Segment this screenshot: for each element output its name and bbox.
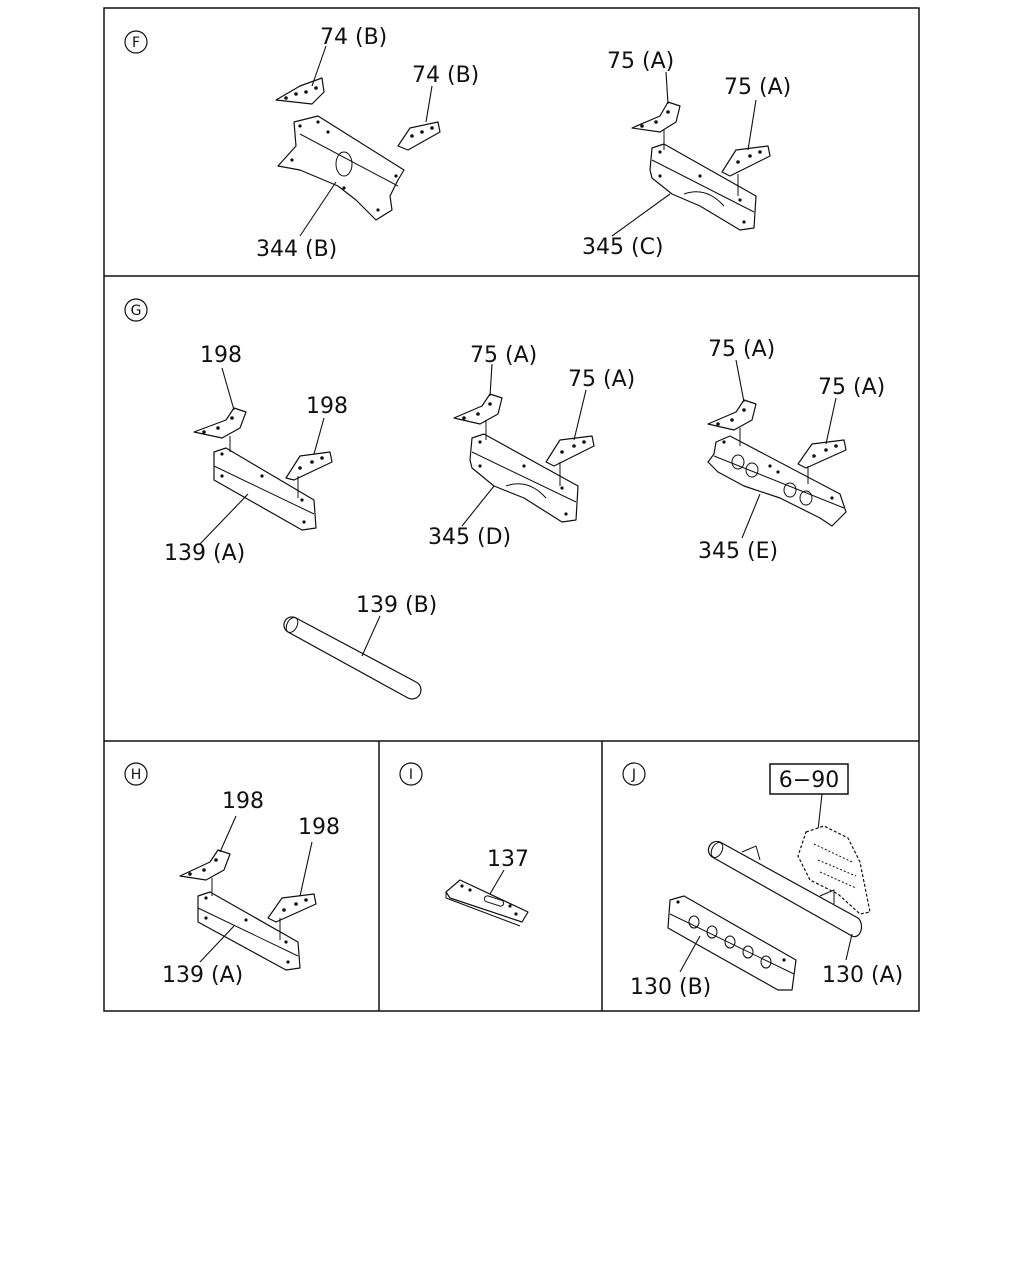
section-i-letter: I — [409, 767, 413, 783]
leader-130a — [845, 933, 853, 961]
section-j-marker — [622, 762, 646, 786]
leader-139a-h — [199, 925, 235, 963]
leader-130b — [679, 935, 701, 973]
part-198-bracket-left-h — [179, 849, 231, 881]
leader-75a-f1 — [665, 71, 669, 105]
label-345d: 345 (D) — [428, 525, 511, 550]
leader-75a-g3b — [825, 397, 837, 445]
label-198-g1: 198 — [200, 343, 242, 368]
leader-75a-g3a — [735, 359, 745, 403]
leader-198-h1 — [219, 815, 237, 853]
part-139a-rail-h — [197, 878, 301, 971]
label-74b-2: 74 (B) — [412, 63, 479, 88]
section-h-marker — [124, 762, 148, 786]
label-139a-h: 139 (A) — [162, 963, 243, 988]
section-j: J 6−90 130 (B) 130 (A) — [622, 762, 903, 1000]
leader-198-g1 — [221, 367, 235, 411]
leader-344b — [299, 181, 337, 237]
part-345c-frame — [649, 130, 757, 231]
section-j-letter: J — [631, 767, 636, 783]
part-137-plate — [445, 879, 529, 927]
label-139a-g: 139 (A) — [164, 541, 245, 566]
leader-345e — [741, 493, 761, 539]
label-130a: 130 (A) — [822, 963, 903, 988]
reference-6-90-label: 6−90 — [779, 768, 839, 793]
section-f: F 74 (B) 74 (B) 344 (B) — [124, 25, 791, 262]
section-i-marker — [399, 762, 423, 786]
label-75a-g3a: 75 (A) — [708, 337, 775, 362]
leader-345c — [611, 193, 671, 237]
leader-139b — [361, 615, 381, 657]
part-130b-channel — [667, 895, 797, 991]
leader-75a-g2a — [489, 363, 493, 397]
part-139a-rail-g — [213, 436, 317, 531]
section-g: G 198 198 139 (A) — [124, 298, 885, 700]
label-75a-g2b: 75 (A) — [568, 367, 635, 392]
part-345d-frame — [469, 420, 579, 523]
label-75a-f2: 75 (A) — [724, 75, 791, 100]
part-345e-frame — [707, 428, 847, 527]
leader-198-g2 — [313, 417, 325, 455]
leader-74b-1 — [311, 45, 327, 87]
part-344b-crossmember — [277, 115, 405, 221]
part-75a-bracket-right-g3 — [797, 439, 847, 469]
part-198-bracket-right-g — [285, 451, 333, 481]
leader-75a-g2b — [573, 389, 587, 441]
leader-74b-2 — [425, 85, 433, 123]
part-75a-bracket-right-f — [721, 145, 771, 177]
leader-75a-f2 — [747, 99, 757, 151]
part-198-bracket-right-h — [267, 893, 317, 923]
label-345c: 345 (C) — [582, 235, 664, 260]
label-75a-g3b: 75 (A) — [818, 375, 885, 400]
reference-box-6-90[interactable] — [769, 763, 849, 795]
leader-137 — [489, 869, 505, 895]
part-74b-bracket-right — [397, 121, 441, 151]
leader-139a-g — [199, 493, 249, 545]
label-139b: 139 (B) — [356, 593, 437, 618]
part-198-bracket-left-g — [193, 407, 247, 439]
part-74b-bracket-left — [275, 77, 325, 105]
label-198-h2: 198 — [298, 815, 340, 840]
part-75a-bracket-left-g3 — [707, 399, 757, 431]
label-130b: 130 (B) — [630, 975, 711, 1000]
section-i: I 137 — [399, 762, 529, 927]
label-345e: 345 (E) — [698, 539, 778, 564]
section-h: H 198 198 139 (A) — [124, 762, 340, 988]
label-75a-g2a: 75 (A) — [470, 343, 537, 368]
label-74b-1: 74 (B) — [320, 25, 387, 50]
part-reference-bracket-6-90 — [797, 825, 871, 915]
label-75a-f1: 75 (A) — [607, 49, 674, 74]
leader-345d — [461, 485, 495, 527]
section-f-letter: F — [132, 35, 140, 51]
label-198-h1: 198 — [222, 789, 264, 814]
diagram-frame — [103, 7, 920, 1012]
part-139b-tube — [283, 616, 422, 700]
leader-198-h2 — [299, 841, 313, 897]
part-75a-bracket-left-g2 — [453, 393, 503, 425]
leader-6-90 — [817, 793, 823, 831]
label-198-g2: 198 — [306, 394, 348, 419]
section-h-letter: H — [131, 767, 142, 783]
part-75a-bracket-left-f — [631, 101, 681, 133]
section-g-marker — [124, 298, 148, 322]
label-137: 137 — [487, 847, 529, 872]
section-f-marker — [124, 30, 148, 54]
label-344b: 344 (B) — [256, 237, 337, 262]
part-75a-bracket-right-g2 — [545, 435, 595, 467]
section-g-letter: G — [131, 303, 142, 319]
